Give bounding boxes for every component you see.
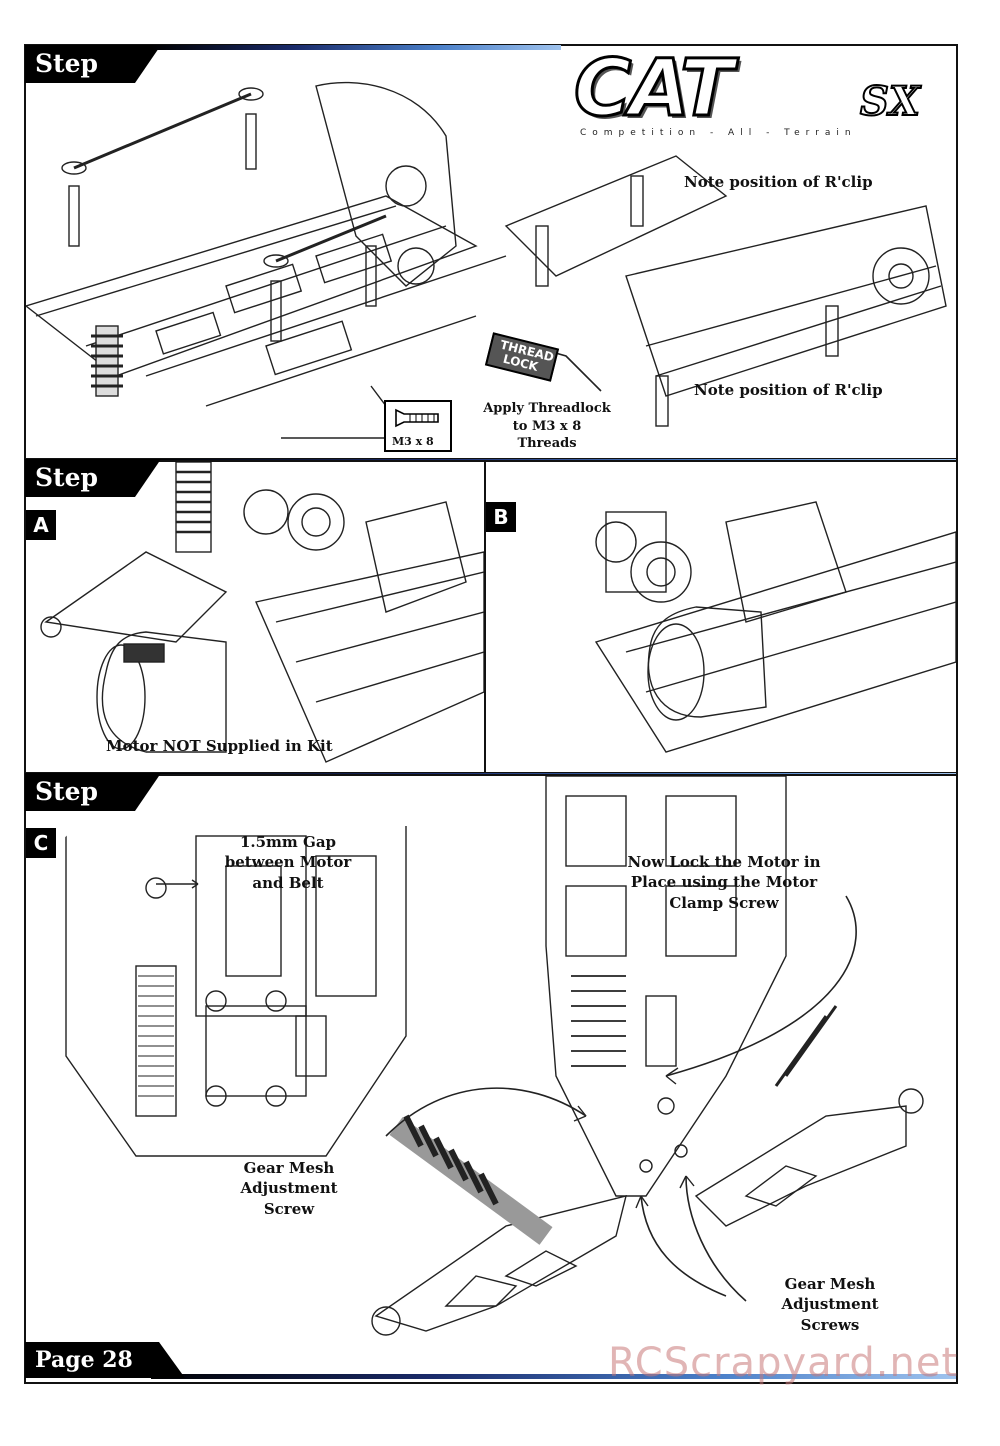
panel-b	[484, 460, 958, 774]
cat-sx-logo: CAT SX Competition - All - Terrain	[568, 43, 958, 144]
page-number: Page 28	[25, 1342, 185, 1378]
step-50c-banner: Step 50	[25, 773, 161, 844]
panel-c	[24, 774, 958, 1384]
gap-note: 1.5mm Gap between Motor and Belt	[224, 833, 352, 892]
screw-label: M3 x 8	[392, 435, 434, 448]
step-49-rule	[151, 45, 561, 50]
watermark: RCScrapyard.net	[608, 1340, 959, 1386]
screw-callout: M3 x 8	[384, 400, 452, 452]
logo-tagline: Competition - All - Terrain	[580, 128, 857, 138]
gear-mesh-screw-note: Gear Mesh Adjustment Screw	[240, 1159, 338, 1218]
panel-a-illustration	[40, 462, 484, 763]
step-50a-banner: Step 50	[25, 459, 161, 530]
threadlock-note: Apply Threadlock to M3 x 8 Threads	[483, 401, 611, 452]
panel-b-illustration	[594, 501, 956, 753]
panel-b-label: B	[486, 502, 516, 532]
gear-mesh-screws-note: Gear Mesh Adjustment Screws	[781, 1275, 879, 1334]
panel-a-label: A	[26, 510, 56, 540]
logo-word: CAT	[572, 43, 734, 136]
rclip-note-bottom: Note position of R'clip	[694, 381, 883, 399]
footer-rule	[151, 1374, 956, 1379]
panel-a	[24, 460, 486, 774]
panel-c-label: C	[26, 828, 56, 858]
step-49-illustration	[26, 81, 947, 439]
motor-not-supplied-note: Motor NOT Supplied in Kit	[106, 737, 333, 755]
logo-suffix: SX	[859, 77, 921, 126]
step-49-panel	[24, 44, 958, 460]
lock-motor-note: Now Lock the Motor in Place using the Mo…	[627, 853, 821, 912]
rclip-note-top: Note position of R'clip	[684, 173, 873, 191]
step-49-banner: Step 49	[25, 45, 161, 116]
panel-c-illustration	[65, 776, 924, 1336]
screw-icon	[395, 408, 439, 428]
